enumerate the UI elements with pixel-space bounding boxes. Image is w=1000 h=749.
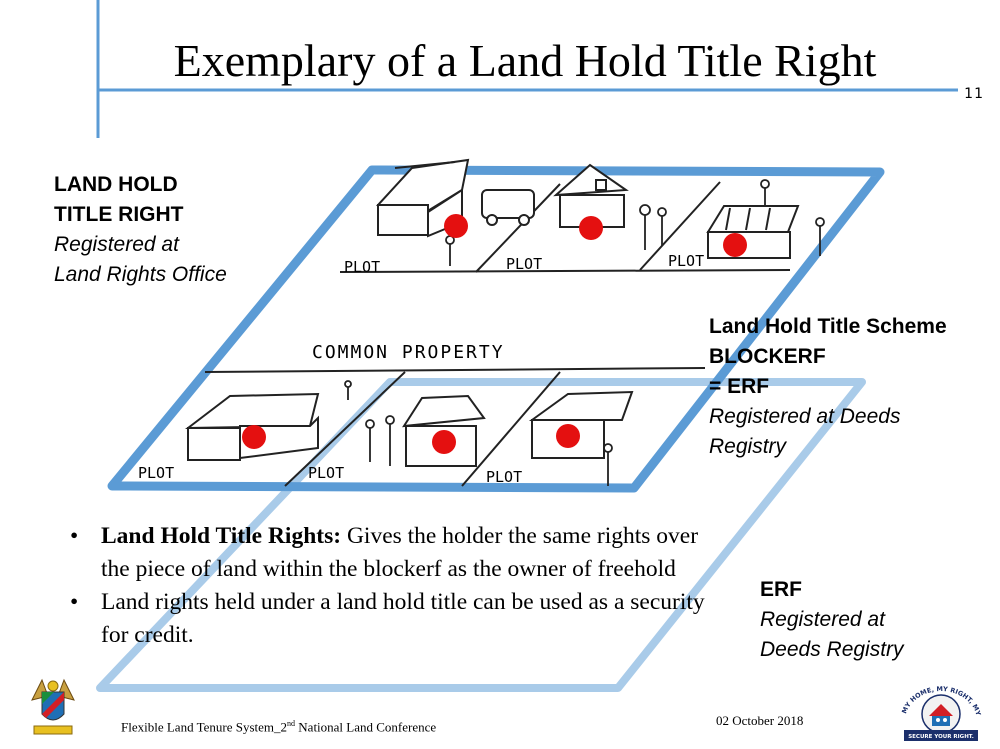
- vehicle-icon: [481, 189, 535, 226]
- bullet-list: • Land Hold Title Rights: Gives the hold…: [70, 520, 710, 652]
- footer-superscript: nd: [287, 719, 296, 728]
- house-icon: [375, 158, 470, 238]
- plot-divider: [639, 181, 721, 271]
- plot-marker: [444, 214, 468, 238]
- label-line: Land Rights Office: [54, 263, 227, 286]
- bullet-text: Land rights held under a land hold title…: [101, 589, 705, 648]
- page-number: 11: [964, 86, 984, 102]
- plot-marker: [242, 425, 266, 449]
- common-property-label: COMMON PROPERTY: [312, 342, 505, 363]
- plot-label: PLOT: [308, 464, 344, 482]
- logo-banner-text: SECURE YOUR RIGHT.: [908, 734, 974, 740]
- plot-label: PLOT: [344, 258, 380, 276]
- erf-label: ERF Registered at Deeds Registry: [760, 575, 904, 665]
- plot-label: PLOT: [668, 252, 704, 270]
- label-line: BLOCKERF: [709, 345, 826, 368]
- label-line: Registered at: [760, 608, 885, 631]
- label-line: Deeds Registry: [760, 638, 904, 661]
- label-line: Land Hold Title Scheme: [709, 315, 947, 338]
- label-line: ERF: [760, 578, 802, 601]
- footer-text-end: National Land Conference: [295, 719, 437, 735]
- footer-text-start: Flexible Land Tenure System_2: [121, 719, 288, 735]
- plot-divider: [461, 371, 561, 487]
- land-hold-title-right-label: LAND HOLD TITLE RIGHT Registered at Land…: [54, 170, 227, 290]
- label-line: TITLE RIGHT: [54, 203, 184, 226]
- label-line: LAND HOLD: [54, 173, 178, 196]
- plot-marker: [432, 430, 456, 454]
- plot-divider: [284, 371, 406, 487]
- coat-of-arms-logo: [31, 678, 75, 735]
- erf-boundary: [96, 378, 866, 692]
- plot-row-line-bottom: [204, 367, 706, 373]
- plot-row-line-top: [339, 269, 791, 273]
- bullet-icon: •: [70, 589, 79, 615]
- label-line: Registered at: [54, 233, 179, 256]
- label-line: Registered at Deeds: [709, 405, 901, 428]
- bullet-item: • Land Hold Title Rights: Gives the hold…: [70, 520, 710, 586]
- house-icon: [706, 205, 800, 259]
- footer-conference-text: Flexible Land Tenure System_2nd National…: [121, 719, 436, 735]
- blockerf-boundary: [107, 165, 885, 493]
- plot-label: PLOT: [486, 468, 522, 486]
- label-line: = ERF: [709, 375, 770, 398]
- plot-marker: [579, 216, 603, 240]
- secure-your-right-logo: MY HOME, MY RIGHT, MY PRIDE SECURE YOUR …: [898, 672, 982, 741]
- bullet-icon: •: [70, 523, 79, 549]
- slide-title: Exemplary of a Land Hold Title Right: [173, 35, 877, 86]
- label-line: Registry: [709, 435, 787, 458]
- bullet-item: • Land rights held under a land hold tit…: [70, 586, 710, 652]
- plot-marker: [723, 233, 747, 257]
- plot-markers: [242, 214, 747, 454]
- plot-divider: [475, 183, 561, 273]
- house-icon: [553, 163, 629, 228]
- blockerf-scheme-label: Land Hold Title Scheme BLOCKERF = ERF Re…: [709, 312, 947, 462]
- plot-label: PLOT: [506, 255, 542, 273]
- plot-marker: [556, 424, 580, 448]
- bullet-text: Gives the holder the same rights over th…: [101, 523, 699, 582]
- plot-label: PLOT: [138, 464, 174, 482]
- bullet-bold-text: Land Hold Title Rights:: [101, 523, 342, 549]
- house-icon: [528, 390, 634, 459]
- footer-date: 02 October 2018: [716, 713, 804, 728]
